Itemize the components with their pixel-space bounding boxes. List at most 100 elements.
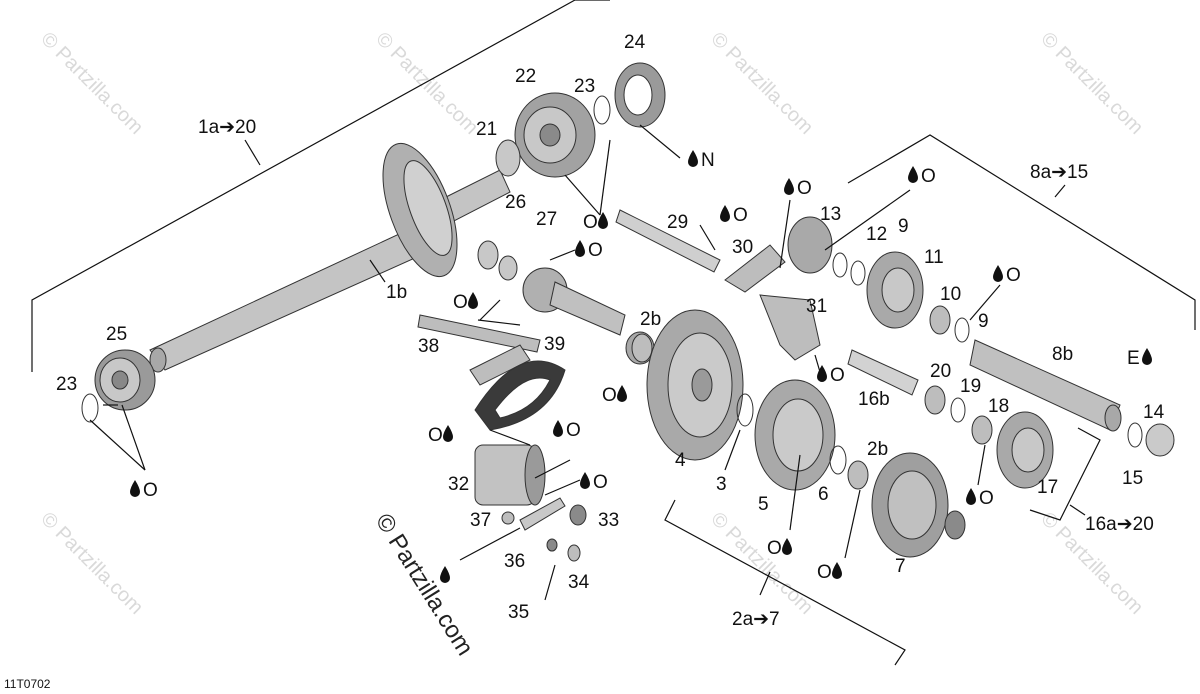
oil-drop-icon: O — [966, 488, 994, 509]
fork-shaft-29 — [615, 209, 721, 273]
callout-39: 39 — [544, 334, 565, 355]
oil-drop-icon: O — [553, 420, 581, 441]
svg-text:O: O — [583, 212, 598, 233]
sealant-drop-icon: E — [1127, 348, 1152, 369]
svg-text:E: E — [1127, 348, 1140, 369]
svg-text:N: N — [701, 150, 715, 171]
circlip-12 — [832, 252, 848, 278]
reference-code: 11T0702 — [4, 677, 51, 691]
svg-text:O: O — [733, 205, 748, 226]
watermark: © Partzilla.com — [36, 28, 147, 139]
callout-6: 6 — [818, 484, 829, 505]
svg-text:O: O — [593, 472, 608, 493]
callout-18: 18 — [988, 396, 1009, 417]
callout-34: 34 — [568, 572, 590, 593]
washer-19 — [950, 397, 966, 423]
oil-drop-icon: O — [583, 212, 608, 233]
gear-4 — [646, 309, 744, 461]
shaft-16b — [847, 349, 919, 396]
callout-35: 35 — [508, 602, 529, 623]
leader-lines — [89, 124, 1001, 601]
oil-drop-icon: O — [130, 480, 158, 501]
oil-drop-icon: O — [575, 240, 603, 261]
bearing-2b-upper — [631, 333, 653, 363]
callout-20: 20 — [930, 361, 951, 382]
bearing-18 — [971, 415, 993, 445]
callout-24: 24 — [624, 32, 646, 53]
callout-31: 31 — [806, 296, 827, 317]
svg-text:O: O — [1006, 265, 1021, 286]
gear-5 — [754, 379, 836, 491]
svg-text:O: O — [428, 425, 443, 446]
gear-11 — [866, 251, 924, 329]
bevel-ring-gear — [382, 142, 458, 278]
callout-23-right: 23 — [574, 76, 595, 97]
oil-drop-icon: O — [817, 562, 842, 583]
callout-19: 19 — [960, 376, 981, 397]
svg-text:O: O — [830, 365, 845, 386]
callout-13: 13 — [820, 204, 841, 225]
svg-text:O: O — [588, 240, 603, 261]
callout-29: 29 — [667, 212, 688, 233]
oil-drop-icon: O — [993, 265, 1021, 286]
shim-26 — [477, 240, 499, 270]
washer-9-top — [850, 260, 866, 286]
callout-2b-bottom: 2b — [867, 439, 888, 460]
callout-27: 27 — [536, 209, 557, 230]
gear-17 — [996, 411, 1054, 489]
gear-7 — [871, 452, 949, 558]
bearing-22 — [514, 92, 596, 178]
shim-21 — [495, 139, 521, 177]
callout-labels: 1a➔20 1b 2a➔7 2b 2b 3 4 5 6 7 8a➔15 8b 9… — [56, 32, 1165, 630]
shift-fork-31 — [759, 294, 821, 361]
watermark: © Partzilla.com — [706, 508, 817, 619]
circlip-3 — [736, 393, 754, 427]
oil-drop-icon — [440, 566, 450, 583]
callout-16a-20: 16a➔20 — [1085, 514, 1154, 535]
callout-38: 38 — [418, 336, 439, 357]
bearing-race-15 — [1145, 423, 1175, 457]
watermark: © Partzilla.com — [36, 508, 147, 619]
svg-text:O: O — [143, 480, 158, 501]
bearing-20 — [924, 385, 946, 415]
grease-drop-icon: N — [688, 150, 715, 171]
svg-text:O: O — [602, 385, 617, 406]
callout-9-bottom: 9 — [978, 311, 989, 332]
callout-11: 11 — [924, 247, 944, 268]
seal-24 — [614, 62, 666, 128]
oil-drop-icon: O — [767, 538, 792, 559]
callout-8a-15: 8a➔15 — [1030, 162, 1088, 183]
svg-text:O: O — [453, 292, 468, 313]
shift-shaft-38 — [417, 314, 566, 431]
callout-5: 5 — [758, 494, 769, 515]
callout-16b: 16b — [858, 389, 890, 410]
callout-9-top: 9 — [898, 216, 909, 237]
callout-7: 7 — [895, 556, 906, 577]
svg-text:O: O — [566, 420, 581, 441]
bearing-25 — [94, 349, 156, 411]
svg-text:O: O — [921, 166, 936, 187]
gear-13 — [787, 216, 833, 274]
callout-22: 22 — [515, 66, 536, 87]
bearing-10 — [929, 305, 951, 335]
callout-21: 21 — [476, 119, 497, 140]
oil-drop-icon: O — [453, 292, 478, 313]
callout-36: 36 — [504, 551, 525, 572]
callout-2a-7: 2a➔7 — [732, 609, 780, 630]
shift-drum-32 — [474, 444, 546, 506]
layshaft-8b — [969, 339, 1122, 432]
callout-1a-20: 1a➔20 — [198, 117, 256, 138]
overlay-watermark: © Partzilla.com — [370, 509, 479, 660]
shift-fork-30 — [724, 244, 786, 293]
bearing-2b-lower — [847, 460, 869, 490]
oil-drop-icon: O — [602, 385, 627, 406]
svg-text:O: O — [797, 178, 812, 199]
washer-6 — [829, 445, 847, 475]
small-parts-33-37 — [501, 497, 587, 562]
callout-15: 15 — [1122, 468, 1143, 489]
callout-30: 30 — [732, 237, 753, 258]
callout-8b: 8b — [1052, 344, 1073, 365]
oil-drop-icon: O — [908, 166, 936, 187]
watermark: © Partzilla.com — [371, 28, 482, 139]
